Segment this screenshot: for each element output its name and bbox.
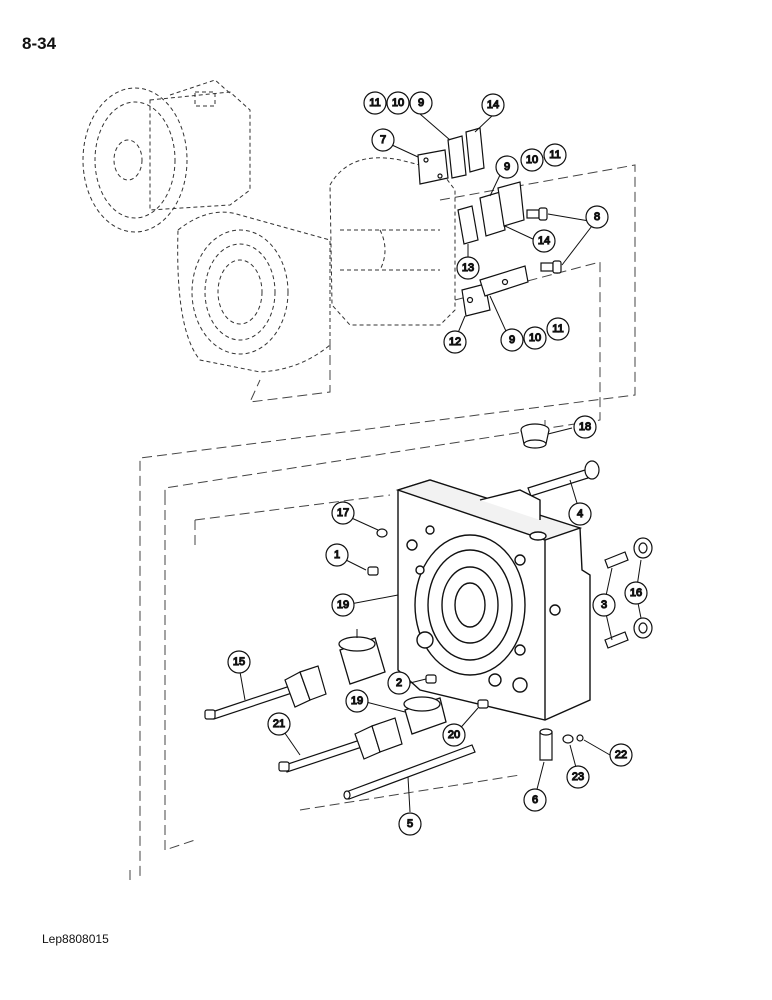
svg-text:9: 9	[509, 334, 515, 346]
callout-19-top: 19	[331, 593, 355, 617]
callout-10-top: 10	[386, 91, 410, 115]
svg-text:5: 5	[407, 818, 413, 830]
plugs-3-16	[604, 537, 653, 649]
callout-8: 8	[585, 205, 609, 229]
callout-1: 1	[325, 543, 349, 567]
callout-23: 23	[566, 765, 590, 789]
callout-22: 22	[609, 743, 633, 767]
rod-5	[343, 744, 476, 800]
callout-2: 2	[387, 671, 411, 695]
callout-18: 18	[573, 415, 597, 439]
callout-6: 6	[523, 788, 547, 812]
svg-text:15: 15	[233, 656, 245, 668]
callout-9-bottom: 9	[500, 328, 524, 352]
callout-14-top: 14	[481, 93, 505, 117]
bolts-8	[526, 207, 562, 274]
svg-text:14: 14	[487, 99, 499, 111]
callout-10-bottom: 10	[523, 326, 547, 350]
spool-15	[204, 665, 327, 720]
svg-text:8: 8	[594, 211, 600, 223]
svg-text:13: 13	[462, 262, 474, 274]
svg-text:18: 18	[579, 421, 591, 433]
callout-20: 20	[442, 723, 466, 747]
svg-text:11: 11	[369, 97, 380, 109]
svg-text:10: 10	[526, 154, 538, 166]
callout-11-mid: 11	[543, 143, 567, 167]
callout-11-top: 11	[363, 91, 387, 115]
svg-text:12: 12	[449, 336, 461, 348]
svg-text:19: 19	[351, 695, 363, 707]
svg-text:2: 2	[396, 677, 402, 689]
callout-3: 3	[592, 593, 616, 617]
main-housing	[395, 479, 591, 721]
callout-17: 17	[331, 501, 355, 525]
svg-text:9: 9	[504, 161, 510, 173]
callout-9-top: 9	[409, 91, 433, 115]
svg-text:11: 11	[549, 149, 560, 161]
callout-16: 16	[624, 581, 648, 605]
callout-7: 7	[371, 128, 395, 152]
svg-text:22: 22	[615, 749, 627, 761]
svg-text:7: 7	[380, 134, 386, 146]
svg-text:21: 21	[273, 718, 285, 730]
svg-text:20: 20	[448, 729, 460, 741]
callout-13: 13	[456, 256, 480, 280]
bolt-4	[527, 460, 600, 497]
alignment-lines	[129, 164, 636, 880]
valve-body-ghost	[329, 157, 456, 326]
plate-parts	[417, 127, 529, 317]
sleeves-19	[338, 636, 447, 735]
callout-14-mid: 14	[532, 229, 556, 253]
callout-4: 4	[568, 502, 592, 526]
svg-text:4: 4	[577, 508, 583, 520]
pins-and-plugs	[367, 528, 584, 761]
page-number: 8-34	[22, 34, 57, 53]
callout-5: 5	[398, 812, 422, 836]
svg-text:14: 14	[538, 235, 550, 247]
svg-text:11: 11	[552, 323, 563, 335]
svg-text:19: 19	[337, 599, 349, 611]
svg-text:17: 17	[337, 507, 349, 519]
housing-cover-ghost	[177, 211, 331, 373]
pump-assembly-ghost	[82, 79, 251, 233]
callout-11-bottom: 11	[546, 317, 570, 341]
spool-21	[278, 717, 403, 773]
svg-text:1: 1	[334, 549, 340, 561]
svg-text:6: 6	[532, 794, 538, 806]
callouts: 11 10 9 14 7 9 10 11 8 14 13 12 9 10 11 …	[227, 91, 648, 836]
callout-15: 15	[227, 650, 251, 674]
callout-9-mid: 9	[495, 155, 519, 179]
callout-12: 12	[443, 330, 467, 354]
svg-text:9: 9	[418, 97, 424, 109]
svg-text:10: 10	[392, 97, 404, 109]
svg-text:23: 23	[572, 771, 584, 783]
svg-text:16: 16	[630, 587, 642, 599]
callout-19-bottom: 19	[345, 689, 369, 713]
callout-10-mid: 10	[520, 148, 544, 172]
drawing-code: Lep8808015	[42, 932, 109, 946]
svg-text:10: 10	[529, 332, 541, 344]
plug-18	[520, 423, 550, 449]
callout-21: 21	[267, 712, 291, 736]
svg-text:3: 3	[601, 599, 607, 611]
